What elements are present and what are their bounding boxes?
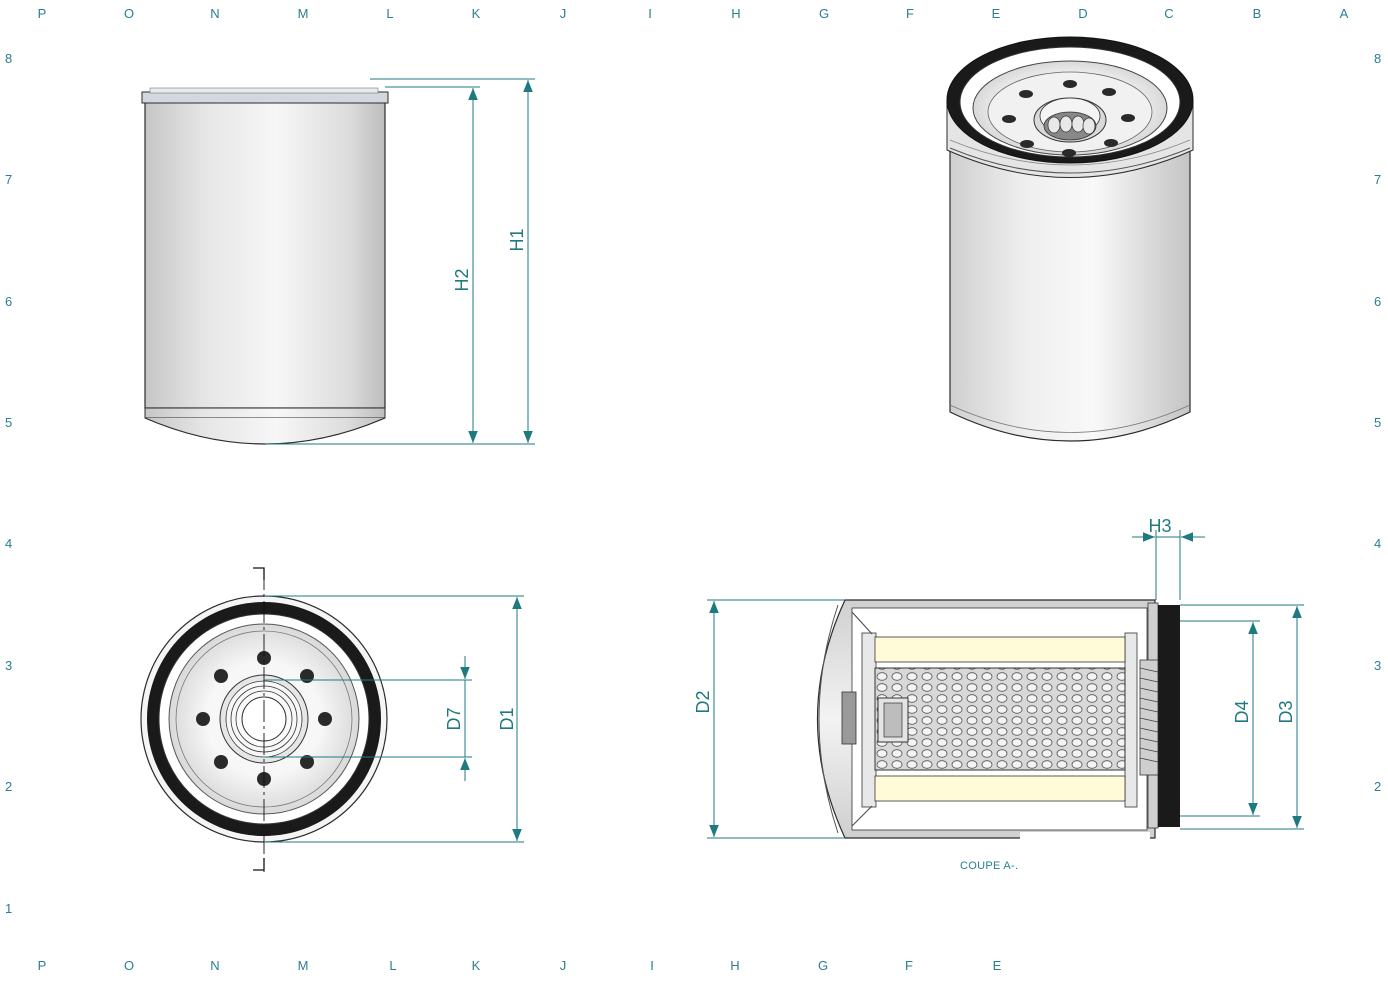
row-label: 5 [1374, 415, 1382, 430]
h1-label: H1 [507, 228, 527, 251]
column-label: E [991, 6, 1001, 21]
diameter-dimensions-top-view [264, 595, 524, 843]
row-label: 2 [5, 779, 13, 794]
column-label: H [730, 958, 740, 973]
column-label: I [648, 6, 652, 21]
column-label: N [210, 6, 220, 21]
row-label: 2 [1374, 779, 1382, 794]
row-label: 7 [1374, 172, 1382, 187]
column-label: A [1339, 6, 1349, 21]
column-label: J [559, 958, 567, 973]
row-label: 6 [5, 294, 13, 309]
column-label: I [650, 958, 654, 973]
d3-label: D3 [1276, 700, 1296, 723]
h2-label: H2 [452, 268, 472, 291]
section-dimensions [707, 530, 1304, 839]
row-label: 5 [5, 415, 13, 430]
row-label: 3 [5, 658, 13, 673]
row-label: 3 [1374, 658, 1382, 673]
column-label: H [731, 6, 741, 21]
row-label: 7 [5, 172, 13, 187]
column-label: K [471, 6, 481, 21]
column-label: L [386, 6, 394, 21]
column-label: F [906, 6, 914, 21]
column-label: P [37, 958, 47, 973]
row-label: 4 [1374, 536, 1382, 551]
h3-label: H3 [1148, 516, 1171, 536]
section-cut-line [253, 567, 265, 872]
column-label: K [471, 958, 481, 973]
column-label: L [389, 958, 397, 973]
d4-label: D4 [1232, 700, 1252, 723]
section-view [816, 599, 1180, 842]
column-label: N [210, 958, 220, 973]
section-caption: COUPE A-. [960, 860, 1019, 872]
column-label: D [1078, 6, 1088, 21]
d1-label: D1 [497, 707, 517, 730]
row-label: 8 [1374, 51, 1382, 66]
row-label: 6 [1374, 294, 1382, 309]
column-label: C [1164, 6, 1174, 21]
d7-label: D7 [444, 707, 464, 730]
height-dimensions [265, 78, 535, 445]
column-label: O [123, 6, 135, 21]
row-label: 8 [5, 51, 13, 66]
front-view [141, 87, 389, 445]
column-label: G [818, 6, 830, 21]
row-label: 4 [5, 536, 13, 551]
isometric-view [946, 36, 1194, 442]
column-label: P [37, 6, 47, 21]
d2-label: D2 [693, 690, 713, 713]
column-label: M [297, 958, 309, 973]
column-label: G [817, 958, 829, 973]
column-label: M [297, 6, 309, 21]
column-label: O [123, 958, 135, 973]
column-label: J [559, 6, 567, 21]
row-label: 1 [5, 901, 13, 916]
column-label: B [1252, 6, 1262, 21]
column-label: F [905, 958, 913, 973]
column-label: E [992, 958, 1002, 973]
